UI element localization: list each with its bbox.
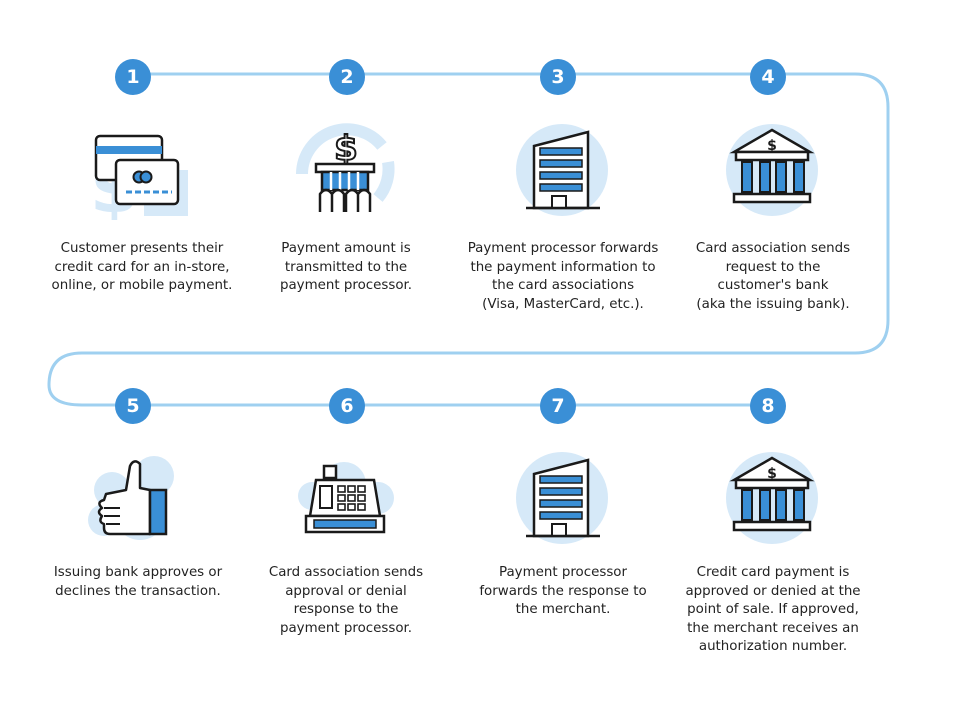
step-number-8: 8 <box>750 388 786 424</box>
step-number-4: 4 <box>750 59 786 95</box>
payment-terminal-icon: $ <box>296 123 395 212</box>
svg-text:$: $ <box>767 466 777 482</box>
cash-register-icon <box>298 462 394 534</box>
step-number-5: 5 <box>115 388 151 424</box>
thumbs-up-icon <box>88 456 174 540</box>
step-number-6: 6 <box>329 388 365 424</box>
step-number-2: 2 <box>329 59 365 95</box>
bank-icon: $ <box>726 124 818 216</box>
bank-icon: $ <box>726 452 818 544</box>
credit-cards-icon: $ <box>90 134 188 220</box>
step-number-7: 7 <box>540 388 576 424</box>
step-number-3: 3 <box>540 59 576 95</box>
step-number-1: 1 <box>115 59 151 95</box>
svg-text:$: $ <box>767 138 777 154</box>
office-building-icon <box>516 124 608 216</box>
office-building-icon <box>516 452 608 544</box>
